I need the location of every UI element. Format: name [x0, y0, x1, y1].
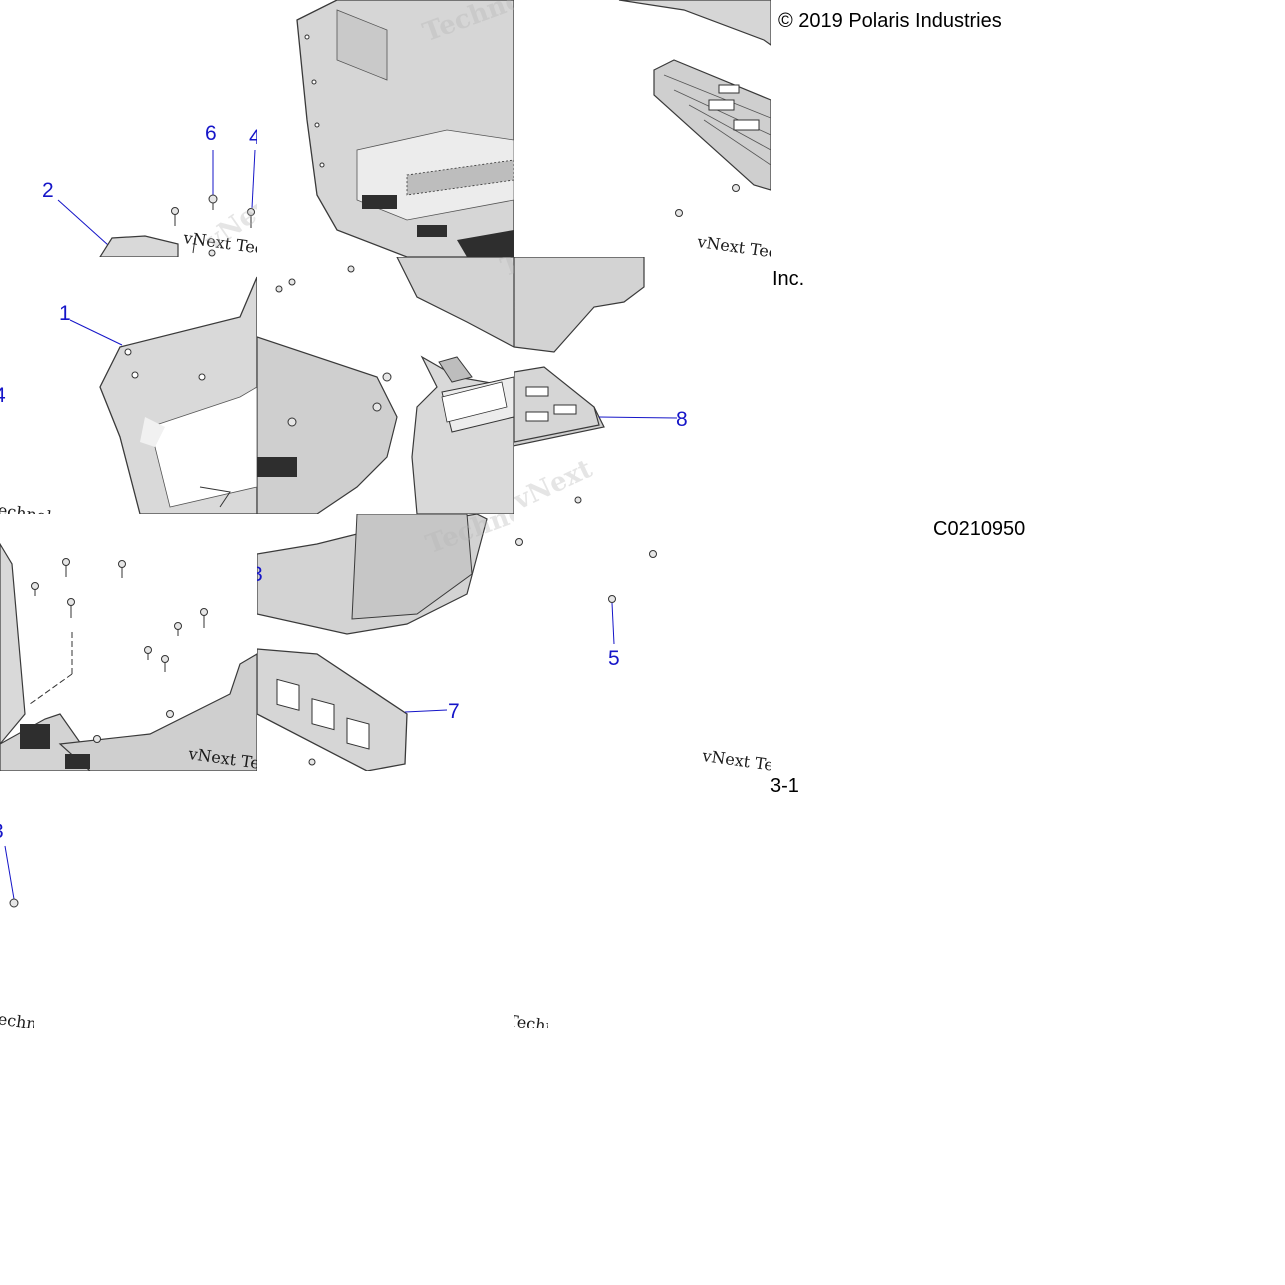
callout-7: 7	[448, 700, 460, 723]
tile-bottom-right: 5 vNext Technologies	[514, 514, 771, 771]
side-panel-drawing	[69, 276, 257, 514]
tile-bottom-left-fragment: 3 Technologies	[0, 771, 34, 1028]
tile-mid-center: Technologies	[257, 257, 514, 514]
footrest-7-drawing	[257, 514, 488, 771]
callout-2: 2	[42, 179, 54, 202]
copyright-fragment: Inc.	[772, 268, 805, 290]
copyright-text: © 2019 Polaris Industries	[778, 10, 1002, 32]
footwell-center-drawing	[257, 257, 514, 514]
fastener-3-drawing	[4, 845, 19, 908]
tile-mid-right: 8 vNext	[514, 257, 771, 514]
callout-4-left: 4	[0, 385, 6, 406]
figure-code: C0210950	[933, 519, 1026, 539]
bolt-layout-drawing	[0, 542, 257, 771]
fastener-group-top-left	[57, 149, 256, 257]
tile-bottom-left: vNext Technologies	[0, 514, 257, 771]
callout-3-lower: 3	[0, 821, 4, 842]
callout-8: 8	[676, 408, 688, 431]
watermark-tile-k: Technologies	[514, 1011, 548, 1028]
callout-6: 6	[205, 122, 217, 145]
tile-bottom-center: 3 7 Technologies	[257, 514, 514, 771]
callout-5: 5	[608, 647, 620, 670]
fastener-5-drawing	[515, 538, 657, 645]
tile-mid-left: 1 4 Technologies	[0, 257, 257, 514]
footwell-upper-drawing	[296, 0, 514, 257]
tile-bottom-center-fragment: Technologies	[514, 771, 548, 1028]
callout-3: 3	[257, 564, 263, 585]
footrest-8-drawing	[514, 257, 678, 504]
tile-top-center: Technologies	[257, 0, 514, 257]
footrest-upper-drawing	[618, 0, 771, 217]
callout-4-top: 4	[249, 126, 257, 149]
tile-top-right: vNext Technologies	[514, 0, 771, 257]
tile-top-left: 2 6 4 vNext Technologies vNext	[0, 0, 257, 257]
callout-1: 1	[59, 302, 71, 325]
page-fragment: 3-1	[770, 775, 799, 797]
